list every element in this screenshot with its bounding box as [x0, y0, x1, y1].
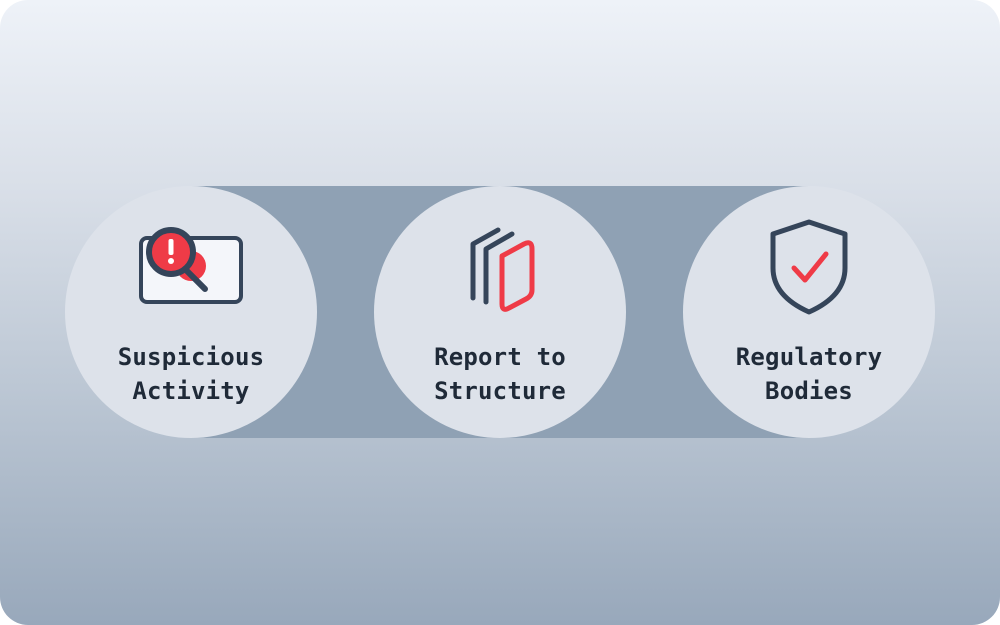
stacked-documents-icon	[440, 216, 560, 316]
magnifier-alert-icon	[131, 216, 251, 316]
label-line: Activity	[132, 377, 250, 405]
step-report-to-structure: Report to Structure	[374, 186, 626, 438]
step-suspicious-activity: Suspicious Activity	[65, 186, 317, 438]
label-line: Suspicious	[117, 343, 265, 371]
step-label: Suspicious Activity	[65, 340, 317, 408]
step-label: Report to Structure	[374, 340, 626, 408]
shield-check-icon	[749, 216, 869, 316]
label-line: Regulatory	[735, 343, 883, 371]
label-line: Report to	[434, 343, 566, 371]
step-regulatory-bodies: Regulatory Bodies	[683, 186, 935, 438]
label-line: Bodies	[765, 377, 853, 405]
step-label: Regulatory Bodies	[683, 340, 935, 408]
label-line: Structure	[434, 377, 566, 405]
